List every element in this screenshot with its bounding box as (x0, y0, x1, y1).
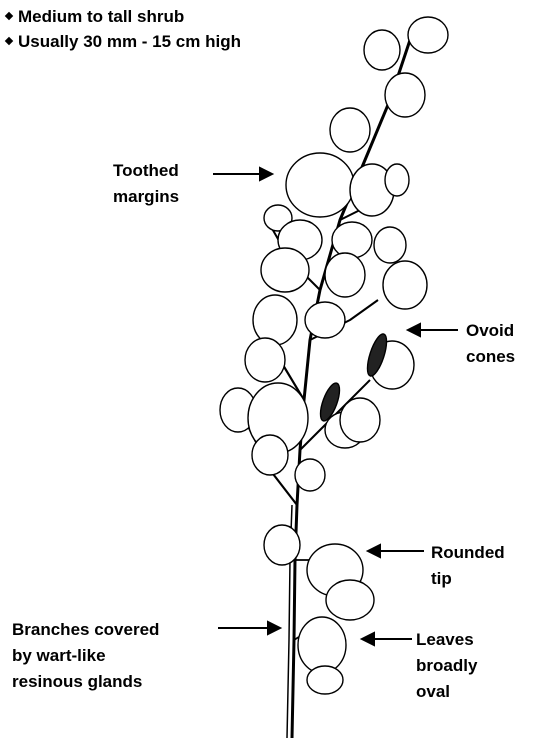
leaf (252, 435, 288, 475)
label-line: Rounded (431, 540, 505, 566)
leaf (298, 617, 346, 673)
leaf (305, 302, 345, 338)
arrow-head-toothed (260, 168, 272, 180)
label-line: margins (113, 184, 179, 210)
label-line: tip (431, 566, 505, 592)
leaf (245, 338, 285, 382)
label-branches: Branches covered by wart-like resinous g… (12, 617, 159, 695)
leaf (385, 164, 409, 196)
leaf (261, 248, 309, 292)
leaf (326, 580, 374, 620)
label-line: by wart-like (12, 643, 159, 669)
leaf (325, 253, 365, 297)
leaf (364, 30, 400, 70)
label-rounded-tip: Rounded tip (431, 540, 505, 592)
leaf (253, 295, 297, 345)
label-line: Ovoid (466, 318, 515, 344)
leaf (383, 261, 427, 309)
leaf (330, 108, 370, 152)
leaf (374, 227, 406, 263)
arrow-head-branches (268, 622, 280, 634)
label-line: Leaves (416, 627, 477, 653)
label-line: oval (416, 679, 477, 705)
arrow-head-rounded (368, 545, 380, 557)
leaf (385, 73, 425, 117)
leaf (408, 17, 448, 53)
label-ovoid-cones: Ovoid cones (466, 318, 515, 370)
label-leaves-oval: Leaves broadly oval (416, 627, 477, 705)
leaf (307, 666, 343, 694)
label-line: Branches covered (12, 617, 159, 643)
arrow-head-cones (408, 324, 420, 336)
leaf (332, 222, 372, 258)
label-line: resinous glands (12, 669, 159, 695)
arrow-head-leaves (362, 633, 374, 645)
leaf (286, 153, 354, 217)
label-line: broadly (416, 653, 477, 679)
label-line: Toothed (113, 158, 179, 184)
label-line: cones (466, 344, 515, 370)
leaf (295, 459, 325, 491)
leaf (340, 398, 380, 442)
label-toothed-margins: Toothed margins (113, 158, 179, 210)
leaf (264, 525, 300, 565)
